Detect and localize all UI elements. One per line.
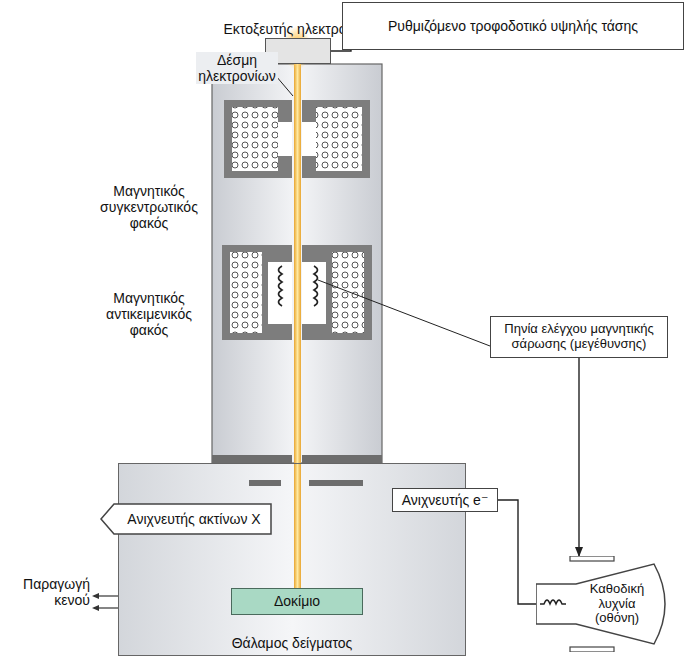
xray-detector: Ανιχνευτής ακτίνων X bbox=[100, 503, 272, 535]
specimen: Δοκίμιο bbox=[231, 588, 363, 615]
node-text: Ρυθμιζόμενο τροφοδοτικό υψηλής τάσης bbox=[388, 18, 638, 34]
power-supply-box: Ρυθμιζόμενο τροφοδοτικό υψηλής τάσης bbox=[342, 2, 684, 50]
lens-label: Μαγνητικός συγκεντρωτικός φακός bbox=[88, 183, 210, 231]
node-text: Θάλαμος δείγματος bbox=[232, 635, 353, 651]
node-text: Ανιχνευτής e⁻ bbox=[402, 492, 489, 508]
node-text: Δοκίμιο bbox=[274, 593, 320, 609]
connector bbox=[498, 500, 536, 604]
node-text: Ανιχνευτής ακτίνων X bbox=[127, 511, 260, 527]
crt-display: Καθοδική λυχνία (οθόνη) bbox=[536, 556, 676, 652]
node-text: Καθοδική λυχνία (οθόνη) bbox=[580, 582, 654, 627]
scan-coil-box: Πηνία ελέγχου μαγνητικής σάρωσης (μεγέθυ… bbox=[490, 316, 668, 358]
electron-detector: Ανιχνευτής e⁻ bbox=[392, 488, 498, 512]
node-text: Πηνία ελέγχου μαγνητικής σάρωσης (μεγέθυ… bbox=[491, 322, 667, 352]
beam-label: Δέσμη ηλεκτρονίων bbox=[196, 52, 278, 84]
connector bbox=[578, 358, 579, 556]
vacuum-label: Παραγωγή κενού bbox=[2, 576, 90, 608]
lens-label: Μαγνητικός αντικειμενικός φακός bbox=[88, 290, 210, 338]
